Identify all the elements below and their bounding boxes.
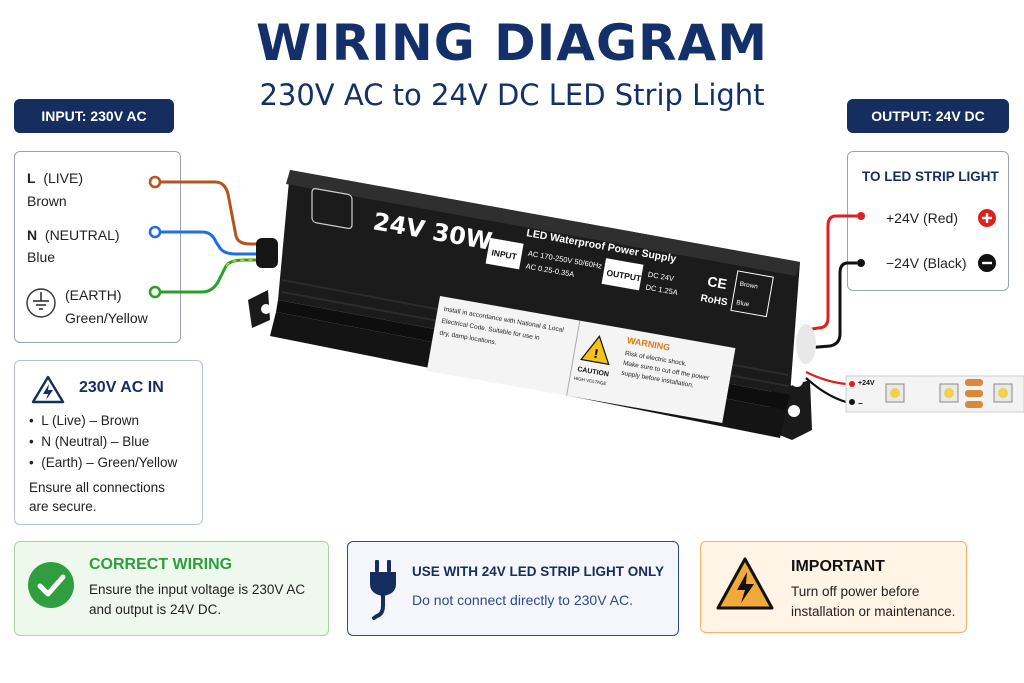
earth-label: (EARTH) — [65, 287, 122, 303]
correct-wiring-line1: Ensure the input voltage is 230V AC — [89, 582, 306, 597]
device-output-line1: DC 24V — [647, 270, 674, 283]
correct-wiring-line2: and output is 24V DC. — [89, 602, 222, 617]
high-voltage-icon — [716, 557, 774, 610]
output-header: TO LED STRIP LIGHT — [862, 169, 999, 184]
ac-in-item-neutral: • N (Neutral) – Blue — [29, 434, 150, 449]
page-subtitle: 230V AC to 24V DC LED Strip Light — [259, 78, 765, 112]
terminal-brown: Brown — [739, 281, 759, 291]
ground-icon — [26, 288, 56, 318]
negative-label: −24V (Black) — [886, 255, 967, 271]
ac-in-note-line2: are secure. — [29, 499, 97, 514]
ac-in-item-earth: • (Earth) – Green/Yellow — [29, 455, 178, 470]
dc-red-wire — [805, 212, 865, 332]
svg-text:!: ! — [592, 347, 600, 362]
dc-black-wire — [805, 259, 865, 350]
important-line1: Turn off power before — [791, 584, 920, 599]
neutral-wire — [148, 225, 268, 256]
rohs-mark: RoHS — [700, 293, 729, 309]
neutral-label: N (NEUTRAL) — [27, 227, 120, 243]
live-label: L (LIVE) — [27, 170, 84, 186]
plug-icon — [370, 560, 396, 620]
warning-triangle-icon — [31, 375, 65, 404]
positive-label: +24V (Red) — [886, 210, 958, 226]
power-supply-unit — [248, 170, 816, 440]
important-line2: installation or maintenance. — [791, 604, 956, 619]
ac-in-note-line1: Ensure all connections — [29, 480, 165, 495]
important-card: IMPORTANT Turn off power before installa… — [700, 541, 967, 633]
output-badge: OUTPUT: 24V DC — [847, 99, 1009, 133]
correct-wiring-card: CORRECT WIRING Ensure the input voltage … — [14, 541, 329, 636]
earth-color: Green/Yellow — [65, 310, 148, 326]
led-strip — [845, 375, 1024, 413]
output-terminals-panel: TO LED STRIP LIGHT +24V (Red) −24V (Blac… — [847, 151, 1009, 291]
device-input-label: INPUT — [491, 247, 519, 261]
minus-circle-icon — [978, 254, 996, 272]
live-wire — [148, 175, 268, 246]
ce-mark: CE — [706, 273, 728, 292]
ac-in-box: 230V AC IN • L (Live) – Brown • N (Neutr… — [14, 360, 203, 525]
plus-circle-icon — [978, 209, 996, 227]
input-badge: INPUT: 230V AC — [14, 99, 174, 133]
strip-minus-label: − — [858, 399, 863, 408]
neutral-color: Blue — [27, 249, 56, 265]
use-with-card: USE WITH 24V LED STRIP LIGHT ONLY Do not… — [347, 541, 679, 636]
correct-wiring-title: CORRECT WIRING — [89, 556, 233, 573]
important-title: IMPORTANT — [791, 558, 885, 575]
use-with-text: Do not connect directly to 230V AC. — [412, 592, 634, 608]
check-circle-icon — [28, 562, 74, 608]
live-color: Brown — [27, 193, 67, 209]
strip-plus-label: +24V — [858, 380, 875, 387]
ac-in-title: 230V AC IN — [79, 379, 164, 396]
ac-in-item-live: • L (Live) – Brown — [29, 413, 140, 428]
terminal-blue: Blue — [736, 299, 750, 308]
use-with-title: USE WITH 24V LED STRIP LIGHT ONLY — [412, 564, 665, 579]
page-title: WIRING DIAGRAM — [256, 14, 768, 72]
caution-sub-text: HIGH VOLTAGE — [573, 376, 606, 387]
earth-wire — [148, 258, 268, 299]
certification-marks: CE RoHS Brown Blue — [700, 270, 774, 318]
